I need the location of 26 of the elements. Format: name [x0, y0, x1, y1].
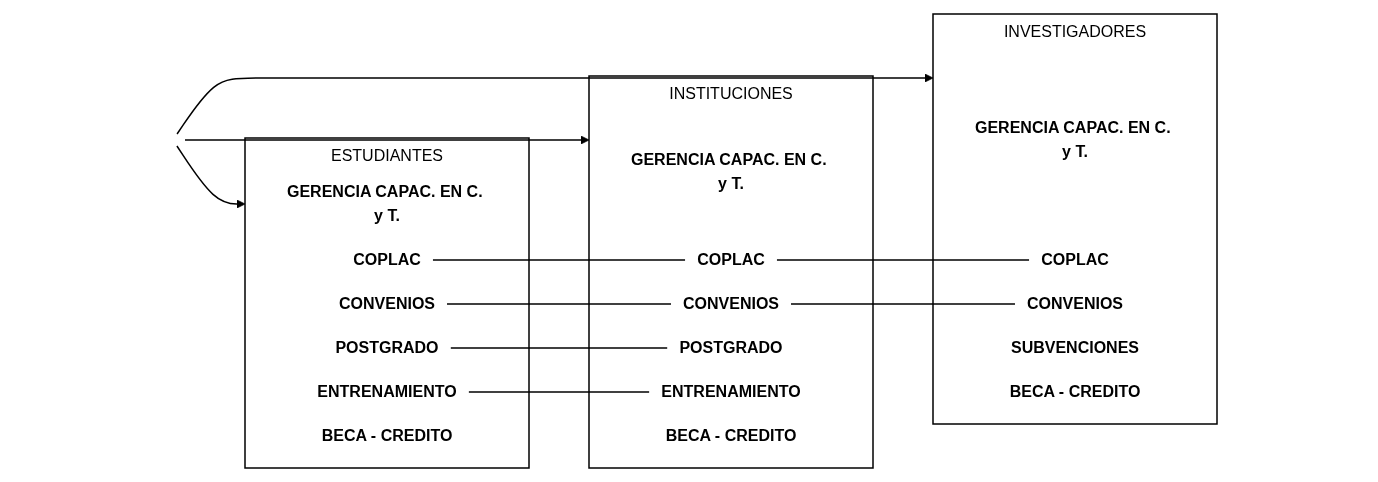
arrow [184, 135, 590, 145]
node-text: GERENCIA CAPAC. EN C. y T. [975, 119, 1171, 160]
arrow [176, 73, 934, 135]
node-text: GERENCIA CAPAC. EN C. y T. [631, 151, 827, 192]
node-text: CONVENIOS [338, 295, 436, 312]
node-text: SUBVENCIONES [1010, 339, 1140, 356]
connector [432, 259, 686, 261]
node-text: COPLAC [353, 251, 421, 268]
node-text: CONVENIOS [682, 295, 780, 312]
connector [467, 391, 651, 393]
node-text: COPLAC [1041, 251, 1109, 268]
node-text: BECA - CREDITO [321, 427, 453, 444]
node-text: CONVENIOS [1026, 295, 1124, 312]
node-text: BECA - CREDITO [665, 427, 797, 444]
node-text: ENTRENAMIENTO [661, 383, 801, 400]
connector [449, 347, 669, 349]
node-text: BECA - CREDITO [1009, 383, 1141, 400]
node-text: GERENCIA CAPAC. EN C. y T. [287, 183, 483, 224]
node-text: COPLAC [697, 251, 765, 268]
arrow [176, 145, 246, 209]
node-text: POSTGRADO [335, 339, 439, 356]
connector [776, 259, 1030, 261]
connector [790, 303, 1016, 305]
connector [446, 303, 672, 305]
node-text: ENTRENAMIENTO [317, 383, 457, 400]
node-text: POSTGRADO [679, 339, 783, 356]
